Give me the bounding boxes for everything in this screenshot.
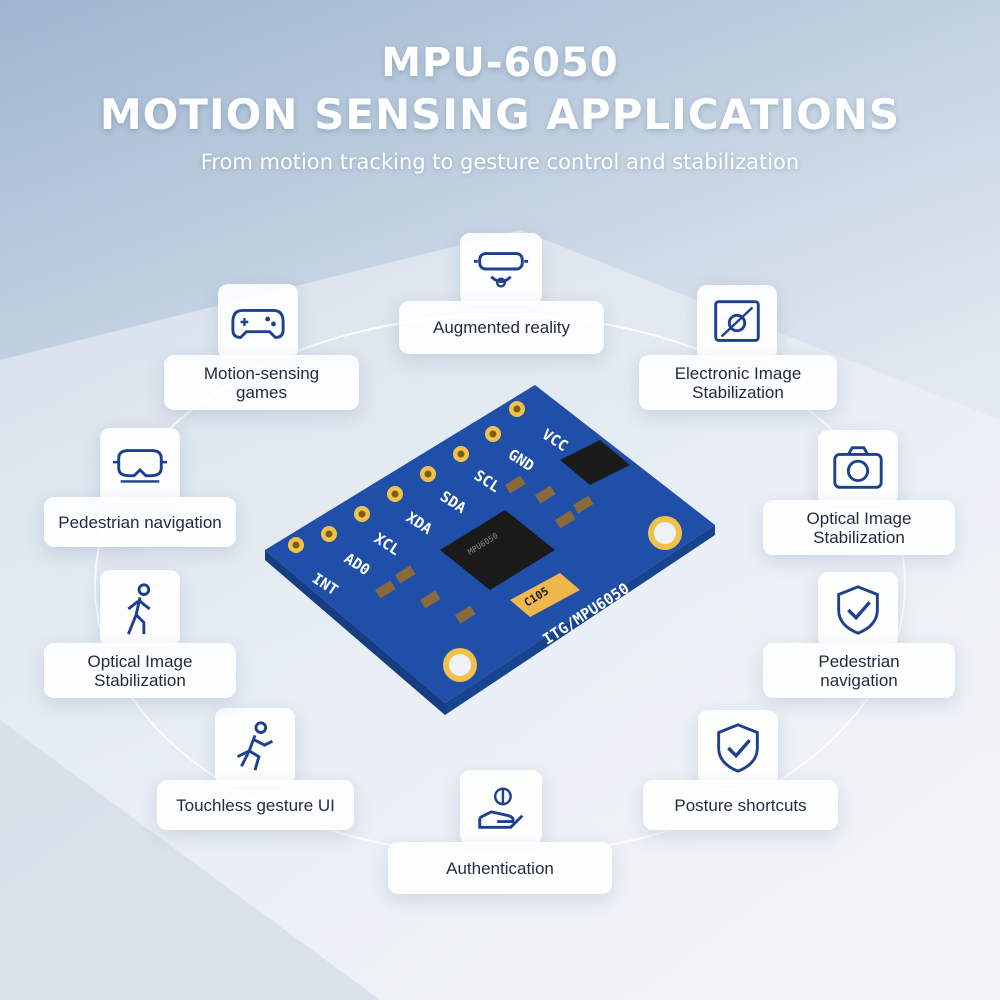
app-card-pedestrian-navigation-left[interactable]: Pedestrian navigation xyxy=(44,497,236,547)
app-label: Optical Image Stabilization xyxy=(806,508,912,547)
app-label: Augmented reality xyxy=(432,318,571,337)
pin-holes xyxy=(288,401,525,553)
hand-touch-icon xyxy=(478,786,524,829)
posture-icon-box xyxy=(698,710,778,785)
vr-headset-icon xyxy=(473,252,529,288)
app-label: Electronic Image Stabilization xyxy=(674,363,802,402)
app-label: Pedestrian navigation xyxy=(818,651,900,690)
app-card-optical-image-stabilization-right[interactable]: Optical Image Stabilization xyxy=(763,500,955,555)
touchless-icon-box xyxy=(215,708,295,785)
augmented-reality-icon-box xyxy=(460,233,542,305)
app-label: Optical Image Stabilization xyxy=(87,651,193,690)
eis-icon-box xyxy=(697,285,777,360)
app-card-authentication[interactable]: Authentication xyxy=(388,842,612,894)
ois-left-icon-box xyxy=(100,570,180,647)
app-card-optical-image-stabilization-left[interactable]: Optical Image Stabilization xyxy=(44,643,236,698)
app-card-pedestrian-navigation-right[interactable]: Pedestrian navigation xyxy=(763,643,955,698)
mpu6050-chip: MPU6050 xyxy=(440,510,555,590)
authentication-icon-box xyxy=(460,770,542,845)
app-label: Posture shortcuts xyxy=(674,795,807,815)
app-card-motion-sensing-games[interactable]: Motion-sensing games xyxy=(164,355,359,410)
ois-right-icon-box xyxy=(818,430,898,505)
mounting-holes xyxy=(443,516,682,682)
pedestrian-nav-right-icon-box xyxy=(818,572,898,647)
image-stabilization-icon xyxy=(714,299,760,342)
app-label: Motion-sensing games xyxy=(203,363,320,402)
app-card-electronic-image-stabilization[interactable]: Electronic Image Stabilization xyxy=(639,355,837,410)
shield-check-icon xyxy=(837,584,879,635)
games-icon-box xyxy=(218,284,298,359)
app-card-augmented-reality[interactable]: Augmented reality xyxy=(399,301,604,354)
mpu6050-board: VCC GND SCL SDA XDA XCL AD0 INT MPU6050 … xyxy=(265,385,715,715)
page-title-line-2: MOTION SENSING APPLICATIONS xyxy=(99,90,901,139)
page-title-line-1: MPU-6050 xyxy=(381,40,619,86)
walking-person-icon xyxy=(127,582,151,635)
gamepad-icon xyxy=(231,308,285,339)
pedestrian-nav-left-icon-box xyxy=(100,428,180,503)
vr-goggles-icon xyxy=(112,448,168,483)
app-card-touchless-gesture-ui[interactable]: Touchless gesture UI xyxy=(157,780,354,830)
smd-components xyxy=(374,475,594,624)
page-subtitle: From motion tracking to gesture control … xyxy=(200,150,800,174)
voltage-regulator xyxy=(560,440,630,485)
shield-check-icon xyxy=(717,722,759,773)
capacitor-c105: C105 xyxy=(510,573,580,617)
camera-icon xyxy=(833,445,883,489)
app-label: Authentication xyxy=(446,858,554,878)
app-label: Touchless gesture UI xyxy=(176,795,335,815)
app-card-posture-shortcuts[interactable]: Posture shortcuts xyxy=(643,780,838,830)
running-person-icon xyxy=(236,720,274,771)
app-label: Pedestrian navigation xyxy=(58,512,222,532)
